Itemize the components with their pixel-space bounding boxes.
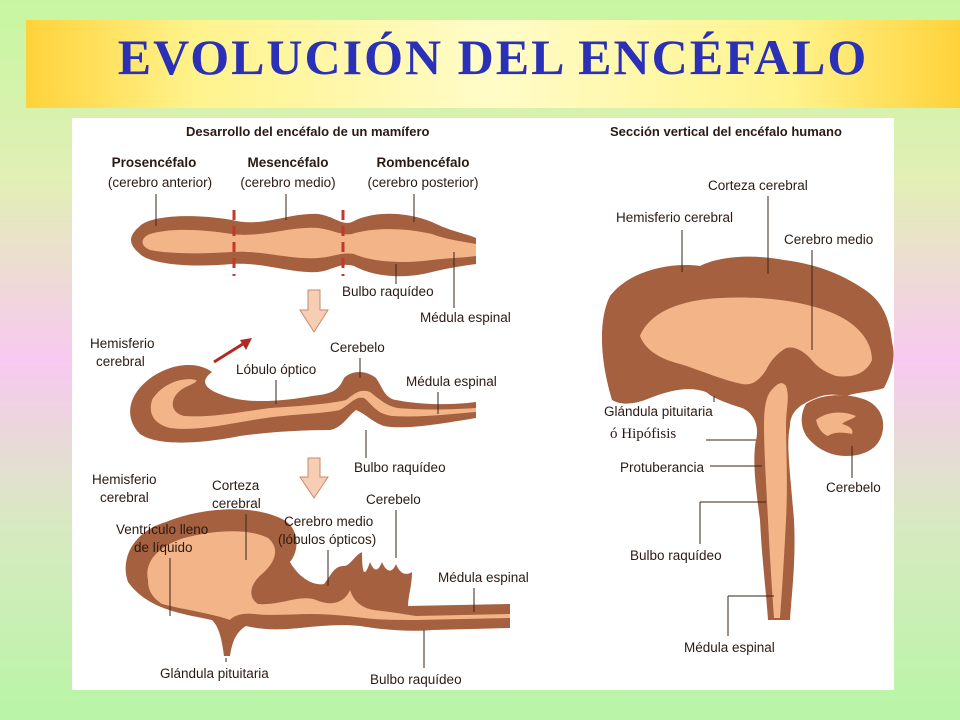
label-r-cerebro-medio: Cerebro medio: [784, 232, 873, 247]
label-r-cerebelo: Cerebelo: [826, 480, 881, 495]
label-s3-hemisferio-1: Hemisferio: [92, 472, 157, 487]
stage1-neural-tube: [131, 210, 476, 277]
label-s2-cerebelo: Cerebelo: [330, 340, 385, 355]
left-heading: Desarrollo del encéfalo de un mamífero: [186, 124, 430, 139]
label-r-hipofisis: ó Hipófisis: [610, 426, 676, 442]
stage1-inner-cavity: [142, 227, 476, 262]
label-s3-hemisferio-2: cerebral: [100, 490, 149, 505]
human-brain-white-matter: [640, 297, 872, 385]
label-r-medula: Médula espinal: [684, 640, 775, 655]
label-s2-hemisferio-1: Hemisferio: [90, 336, 155, 351]
label-s1-medula: Médula espinal: [420, 310, 511, 325]
label-r-glandula: Glándula pituitaria: [604, 404, 713, 419]
label-s1-bulbo: Bulbo raquídeo: [342, 284, 434, 299]
right-heading: Sección vertical del encéfalo humano: [610, 124, 842, 139]
label-r-protuberancia: Protuberancia: [620, 460, 705, 475]
human-cerebellum-arbor: [816, 412, 856, 436]
label-s2-hemisferio-2: cerebral: [96, 354, 145, 369]
page-title: EVOLUCIÓN DEL ENCÉFALO: [117, 29, 869, 85]
title-banner: [26, 20, 960, 108]
label-s3-corteza-1: Corteza: [212, 478, 260, 493]
label-s3-glandula: Glándula pituitaria: [160, 666, 269, 681]
label-s2-bulbo: Bulbo raquídeo: [354, 460, 446, 475]
stage3-brain: [125, 509, 510, 656]
label-s3-cerebelo: Cerebelo: [366, 492, 421, 507]
label-r-corteza: Corteza cerebral: [708, 178, 808, 193]
stage2-inner-cavity: [150, 379, 477, 429]
label-s3-medula: Médula espinal: [438, 570, 529, 585]
label-s2-lobulo: Lóbulo óptico: [236, 362, 316, 377]
label-s3-ventriculo-2: de líquido: [134, 540, 193, 555]
down-arrow-1: [299, 289, 329, 333]
human-pituitary: [706, 377, 721, 397]
human-brainstem-core: [764, 383, 788, 618]
human-brain-section: [601, 256, 894, 620]
label-prosencefalo-sub: (cerebro anterior): [108, 175, 212, 190]
label-prosencefalo: Prosencéfalo: [112, 155, 197, 170]
label-s3-cerebro-medio-2: (lóbulos ópticos): [278, 532, 376, 547]
label-s3-cerebro-medio-1: Cerebro medio: [284, 514, 373, 529]
label-s3-ventriculo-1: Ventrículo lleno: [116, 522, 208, 537]
lobulo-arrowhead: [240, 338, 252, 350]
lobulo-arrow: [213, 340, 247, 364]
stage3-inner-cavity: [147, 531, 510, 620]
label-r-bulbo: Bulbo raquídeo: [630, 548, 722, 563]
label-s3-bulbo: Bulbo raquídeo: [370, 672, 462, 687]
label-mesencefalo: Mesencéfalo: [247, 155, 328, 170]
label-s3-corteza-2: cerebral: [212, 496, 261, 511]
label-rombencefalo: Rombencéfalo: [376, 155, 469, 170]
stage2-brain: [130, 338, 477, 443]
label-rombencefalo-sub: (cerebro posterior): [367, 175, 478, 190]
label-s2-medula: Médula espinal: [406, 374, 497, 389]
label-r-hemisferio: Hemisferio cerebral: [616, 210, 733, 225]
down-arrow-2: [299, 457, 329, 499]
label-mesencefalo-sub: (cerebro medio): [240, 175, 335, 190]
